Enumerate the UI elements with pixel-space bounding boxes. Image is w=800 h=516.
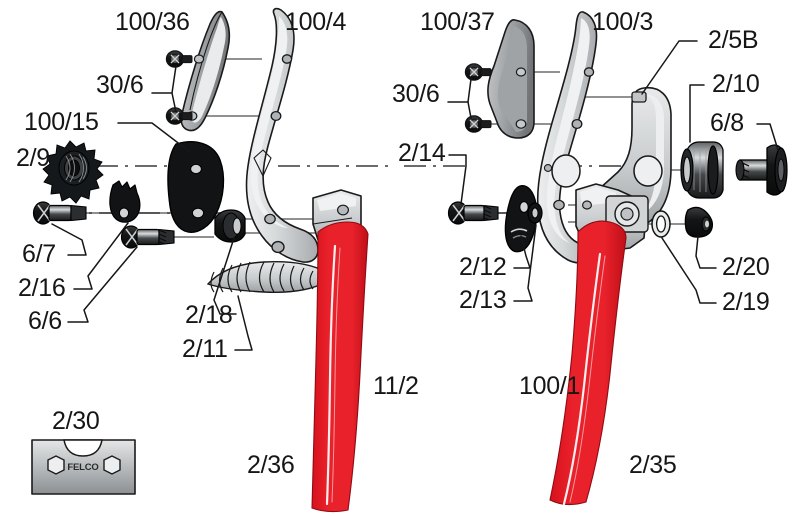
part-number-label: 30/6: [392, 80, 439, 108]
part-number-labels: 100/36 100/4 100/37 100/3 2/5B 30/6 30/6 2/10 10…: [16, 8, 770, 479]
part-100-36-counter-blade: [180, 10, 231, 132]
part-number-label: 2/20: [722, 253, 769, 281]
part-number-label: 11/2: [373, 372, 419, 400]
felco-brand-text: FELCO: [67, 462, 98, 473]
part-2-14-adjusting-screw: [447, 201, 499, 225]
part-number-label: 100/4: [285, 8, 346, 36]
part-6-6-screw: [120, 225, 175, 249]
part-number-label: 2/10: [712, 70, 759, 98]
part-2-16-locking-catch: [109, 180, 141, 223]
part-100-1-right-red-handle: [549, 220, 627, 506]
part-2-30-felco-wrench-plate: FELCO: [31, 439, 136, 495]
part-30-6-screw-lower-right: [464, 115, 492, 133]
part-2-13-washer-small: [527, 202, 543, 224]
leader-lines: [51, 40, 779, 351]
part-number-label: 2/12: [459, 253, 506, 281]
part-number-label: 2/11: [182, 335, 228, 363]
part-6-8-main-bolt: [735, 144, 788, 196]
part-30-6-screw-lower-left: [165, 107, 193, 125]
part-2-18-handle-spring: [206, 261, 331, 293]
part-number-label: 6/6: [28, 307, 62, 335]
part-2-11-bushing: [214, 209, 246, 243]
part-100-4-blade-arm: [245, 7, 319, 263]
part-number-label: 2/19: [722, 288, 769, 316]
part-100-15-cam-plate: [167, 141, 225, 233]
part-number-label: 6/7: [22, 240, 56, 268]
part-number-label: 2/16: [18, 274, 65, 302]
part-number-label: 2/13: [459, 286, 506, 314]
part-number-label: 6/8: [710, 109, 744, 137]
part-2-12-thumb-catch: [504, 185, 538, 253]
part-number-label: 30/6: [96, 71, 143, 99]
part-number-label: 2/30: [52, 407, 99, 435]
part-number-label: 2/35: [629, 451, 676, 479]
part-number-label: 100/37: [420, 8, 495, 36]
part-6-7-screw: [32, 201, 87, 225]
part-100-37-counter-blade: [487, 19, 535, 139]
part-2-9-coil-spring: [42, 140, 104, 204]
part-2-19-washer-right: [651, 210, 671, 238]
part-number-label: 100/36: [115, 8, 190, 36]
part-2-10-bolt-sleeve: [680, 141, 724, 199]
part-2-20-end-cap-nut: [684, 206, 714, 238]
part-30-6-screw-upper-left: [165, 50, 193, 68]
part-number-label: 2/5B: [708, 26, 758, 54]
part-number-label: 2/14: [398, 139, 446, 167]
part-number-label: 100/3: [592, 8, 653, 36]
part-number-label: 100/1: [519, 372, 580, 400]
part-30-6-screw-upper-right: [464, 63, 492, 81]
part-number-label: 2/9: [16, 144, 50, 172]
part-number-label: 2/18: [185, 301, 232, 329]
part-number-label: 100/15: [24, 108, 99, 136]
part-number-label: 2/36: [247, 451, 294, 479]
part-11-2-left-red-handle: [311, 221, 369, 513]
